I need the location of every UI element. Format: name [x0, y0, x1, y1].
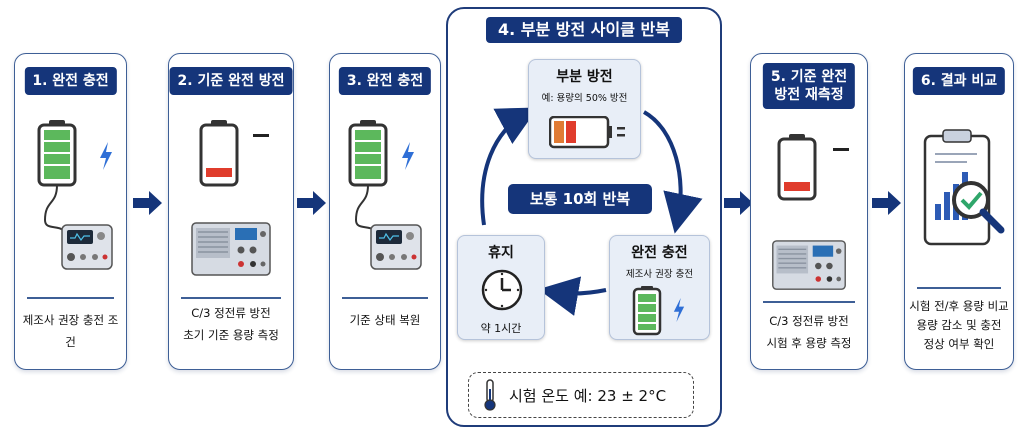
desc-line: C/3 정전류 방전: [769, 314, 849, 328]
electronic-load-icon: [772, 240, 846, 290]
desc-line: C/3 정전류 방전: [191, 306, 271, 320]
lightning-icon: [673, 298, 685, 322]
repeat-badge: 보통 10회 반복: [508, 184, 652, 214]
rest-card: 휴지 약 1시간: [457, 235, 545, 340]
desc-line: 정상 여부 확인: [923, 337, 995, 351]
power-supply-icon: [61, 224, 113, 270]
step-card-2: 2. 기준 완전 방전 C/3 정전류 방전 초기 기준 용량 측정: [168, 53, 294, 370]
arrow-right-icon: [724, 191, 753, 215]
divider: [917, 287, 1001, 289]
divider: [27, 297, 114, 299]
step-desc: 제조사 권장 충전 조건: [19, 309, 122, 353]
step-desc: 시험 전/후 용량 비교 용량 감소 및 충전 정상 여부 확인: [909, 297, 1009, 354]
divider: [763, 301, 855, 303]
cycle-title: 4. 부분 방전 사이클 반복: [486, 17, 682, 43]
step-card-3: 3. 완전 충전 기준 상태 복원: [329, 53, 441, 370]
step-title: 3. 완전 충전: [338, 67, 432, 95]
power-supply-icon: [370, 224, 422, 270]
arrow-right-icon: [133, 191, 162, 215]
cycle-arrow-icon: [480, 107, 703, 316]
lightning-icon: [402, 142, 414, 170]
battery-full-icon: [348, 120, 388, 231]
battery-full-icon: [632, 286, 662, 336]
step-title: 1. 완전 충전: [24, 67, 117, 95]
battery-low-icon: [199, 120, 239, 187]
magnifier-check-icon: [952, 181, 1005, 234]
step-desc: C/3 정전류 방전 초기 기준 용량 측정: [173, 302, 289, 346]
full-charge-subtitle: 제조사 권장 충전: [625, 269, 694, 280]
arrow-right-icon: [872, 191, 901, 215]
step-desc: C/3 정전류 방전 시험 후 용량 측정: [755, 310, 863, 354]
full-charge-card: 완전 충전 제조사 권장 충전: [609, 235, 710, 340]
desc-line: 용량 감소 및 충전: [916, 318, 1002, 332]
battery-low-icon: [777, 134, 817, 201]
step-card-6: 6. 결과 비교 시험 전/후 용량 비교 용량 감소 및 충전 정상 여부 확…: [904, 53, 1014, 370]
step-desc: 기준 상태 복원: [334, 309, 436, 331]
battery-half-icon: [549, 116, 625, 149]
desc-line: 기준 상태 복원: [349, 313, 421, 327]
temperature-note: 시험 온도 예: 23 ± 2°C: [468, 372, 694, 418]
lightning-icon: [100, 142, 112, 170]
desc-line: 제조사 권장 충전 조건: [22, 313, 119, 349]
electronic-load-icon: [191, 222, 271, 276]
desc-line: 시험 후 용량 측정: [766, 336, 852, 350]
partial-discharge-subtitle: 예: 용량의 50% 방전: [541, 93, 628, 104]
partial-discharge-title: 부분 방전: [556, 69, 613, 85]
step-title: 2. 기준 완전 방전: [169, 67, 293, 95]
full-charge-title: 완전 충전: [631, 245, 688, 261]
rest-subtitle: 약 1시간: [480, 322, 522, 335]
divider: [342, 297, 428, 299]
battery-full-icon: [37, 120, 77, 231]
step-card-5: 5. 기준 완전 방전 재측정 C/3 정전류 방전 시험 후 용량 측정: [750, 53, 868, 370]
step-title: 6. 결과 비교: [912, 67, 1006, 95]
minus-icon: [253, 134, 269, 137]
arrow-right-icon: [297, 191, 326, 215]
desc-line: 초기 기준 용량 측정: [183, 328, 279, 342]
rest-title: 휴지: [488, 245, 514, 261]
temperature-text: 시험 온도 예: 23 ± 2°C: [509, 387, 667, 405]
step-card-1: 1. 완전 충전 제조사 권장 충전 조건: [14, 53, 127, 370]
minus-icon: [833, 148, 849, 151]
partial-discharge-card: 부분 방전 예: 용량의 50% 방전: [528, 59, 641, 159]
divider: [181, 297, 281, 299]
clock-icon: [481, 269, 523, 311]
desc-line: 시험 전/후 용량 비교: [909, 299, 1009, 313]
step-title: 5. 기준 완전 방전 재측정: [762, 63, 856, 109]
thermometer-icon: [484, 379, 496, 411]
